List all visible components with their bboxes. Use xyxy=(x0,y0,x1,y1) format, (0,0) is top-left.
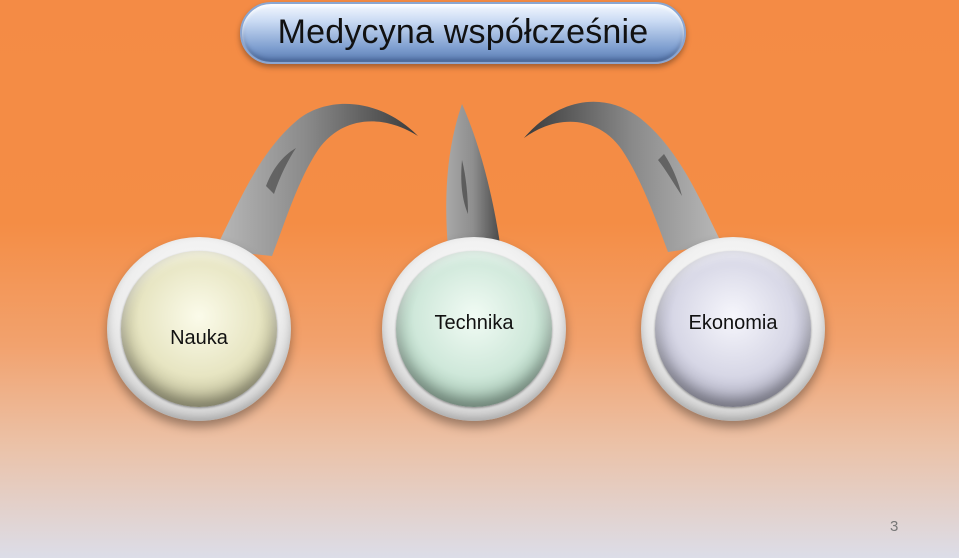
node-ekonomia-face: Ekonomia xyxy=(655,251,811,407)
connector-left xyxy=(215,103,418,256)
node-nauka: Nauka xyxy=(107,237,291,421)
slide-title: Medycyna współcześnie xyxy=(277,12,649,51)
node-label: Nauka xyxy=(170,326,228,349)
node-label: Ekonomia xyxy=(688,311,778,334)
connector-right xyxy=(524,101,722,252)
node-ekonomia: Ekonomia xyxy=(641,237,825,421)
page-number: 3 xyxy=(890,518,899,535)
node-technika: Technika xyxy=(382,237,566,421)
connector-middle xyxy=(446,104,500,248)
node-technika-face: Technika xyxy=(396,251,552,407)
title-banner: Medycyna współcześnie xyxy=(240,2,686,64)
connector-middle-shade xyxy=(461,160,468,214)
connector-right-shade xyxy=(658,154,682,196)
node-nauka-face: Nauka xyxy=(121,251,277,407)
node-label: Technika xyxy=(434,311,514,334)
connector-left-shade xyxy=(266,148,296,194)
